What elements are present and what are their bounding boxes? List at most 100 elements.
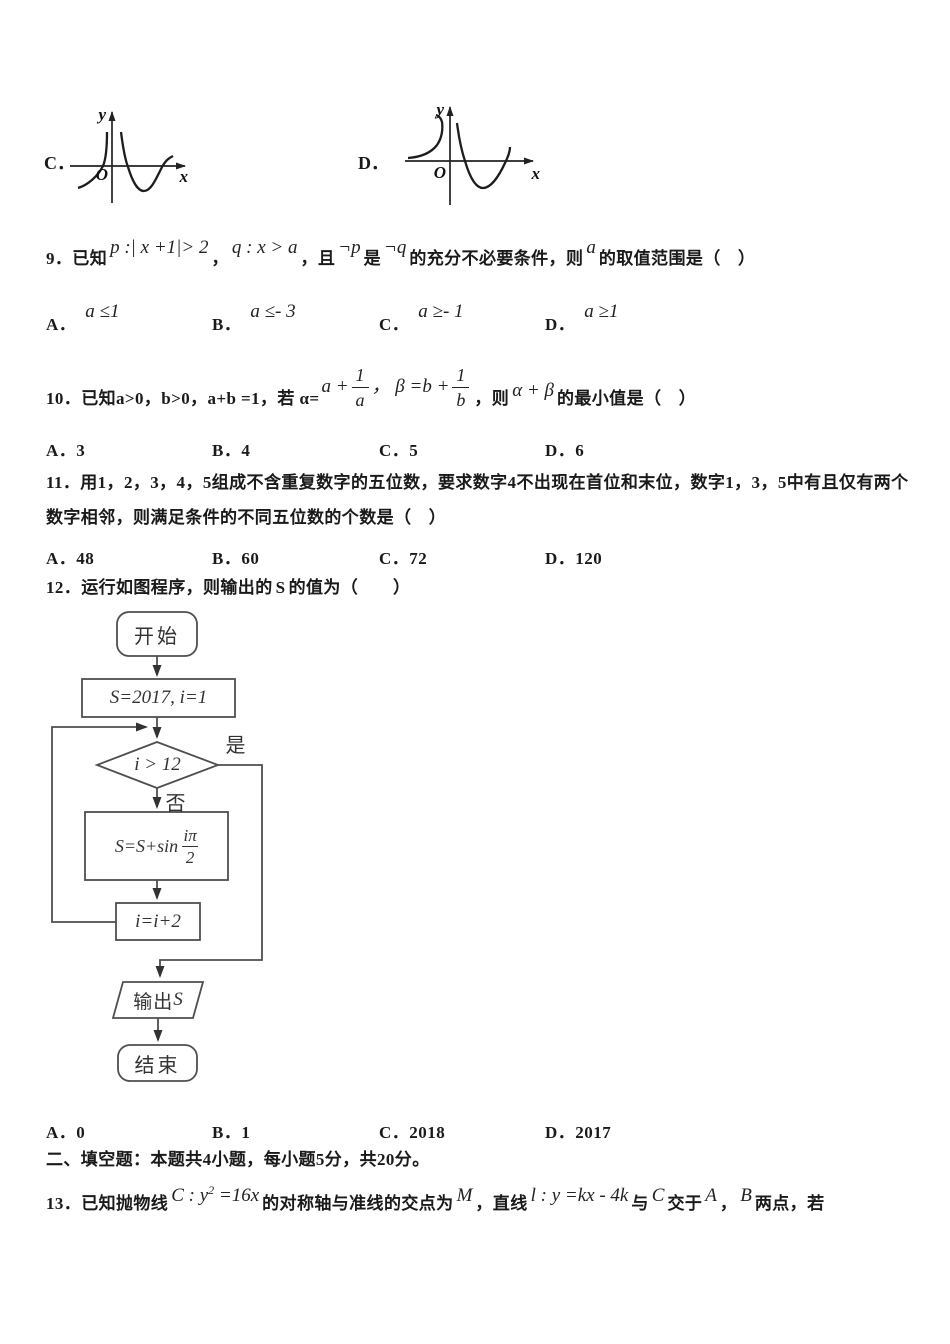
q12-option-b: B．1 [212,1123,251,1142]
graph-d: y x O [405,100,541,205]
flowchart-shapes [51,611,263,1082]
origin-label: O [96,165,108,184]
q12-option-d: D．2017 [545,1123,612,1142]
yes-label: 是 [225,734,249,757]
curve-right-branch [455,122,512,190]
q13-formula-line: l : y =kx - 4k [530,1185,629,1206]
q9-formula-p: p :| x +1|> 2 [110,237,209,258]
x-axis-label: x [531,164,541,183]
end-label: 结束 [134,1054,181,1077]
increment-label: i=i+2 [135,910,181,932]
option-c-label: C． [44,153,75,173]
denominator: b [452,387,470,409]
q13-text: 两点，若 [754,1194,825,1213]
section-2-header: 二、填空题：本题共4小题，每小题5分，共20分。 [46,1150,430,1169]
q11-option-d: D．120 [545,549,603,568]
option-letter: D． [545,315,576,334]
q13-formula-parabola: C : y2 =16x [171,1183,260,1206]
q9-option-b: B．a ≤- 3 [212,301,296,336]
origin-label: O [434,163,446,182]
yes-branch-connector [155,764,263,978]
q9-text: 是 [363,249,382,268]
q9-formula-not-q: ¬q [384,237,407,258]
condition-label: i > 12 [134,754,181,775]
output-parallelogram [111,981,205,1019]
question-9-stem: 9．已知p :| x +1|> 2，q : x > a，且¬p是¬q的充分不必要… [46,237,946,270]
q9-option-d: D．a ≥1 [545,301,618,336]
q9-text: 的充分不必要条件，则 [409,249,584,268]
q12-text: 的值为（ ） [288,578,411,597]
q12-option-c: C．2018 [379,1123,446,1142]
init-label: S=2017, i=1 [109,687,208,708]
q13-text: 与 [631,1194,649,1213]
denominator: a [351,387,369,409]
q9-number-text: 9．已知 [46,249,108,268]
question-11-line1: 11．用1，2，3，4，5组成不含重复数字的五位数，要求数字4不出现在首位和末位… [46,473,909,492]
option-formula: a ≥- 1 [418,301,464,322]
alpha-expression: a + [321,375,349,397]
q12-variable-s: S [275,578,286,597]
output-text: 输出 [133,991,174,1013]
option-formula: a ≤1 [85,301,120,322]
start-label: 开始 [134,625,180,648]
numerator: 1 [355,365,365,385]
end-shape [117,1044,198,1082]
sum-expression: S=S+sin [114,835,179,856]
q9-formula-q: q : x > a [231,237,298,258]
option-formula: a ≤- 3 [250,301,296,322]
q10-option-d: D．6 [545,441,585,460]
output-variable: S [173,989,183,1010]
q11-option-b: B．60 [212,549,260,568]
q9-option-a: A． a ≤1 [46,301,119,336]
q10-option-a: A．3 [46,441,86,460]
parabola-post: =16x [214,1185,260,1206]
denominator: 2 [182,845,199,866]
graph-c: y x O [70,105,189,203]
question-11-line2: 数字相邻，则满足条件的不同五位数的个数是（ ） [46,508,447,527]
y-axis-label: y [96,105,106,124]
curve-right-branch [119,131,174,193]
q11-option-c: C．72 [379,549,428,568]
curve-left-branch [407,113,444,160]
numerator: 1 [456,365,466,385]
loop-back-connector [51,722,148,923]
q9-comma: ， [211,249,229,268]
q13-text: ，直线 [475,1194,528,1213]
q10-text: 的最小值是（ ） [556,388,697,408]
no-label: 否 [165,792,189,815]
q9-formula-a: a [586,237,596,258]
q13-point-m: M [456,1185,473,1206]
beta-expression: β =b + [395,375,450,397]
q12-text: 12．运行如图程序，则输出的 [46,578,273,597]
numerator: iπ [183,825,197,845]
x-axis-label: x [179,167,189,186]
q13-text: 交于 [667,1194,703,1213]
q10-option-b: B．4 [212,441,251,460]
exponent: 2 [208,1183,215,1197]
option-letter: A． [46,315,77,334]
q9-text: 的取值范围是（ ） [598,249,756,268]
init-shape [81,678,236,718]
q10-text: ，则 [474,388,510,408]
formula-comma: ， [371,375,391,397]
option-d-label: D． [358,153,389,173]
q11-option-a: A．48 [46,549,95,568]
q10-formula-alpha-plus-beta: α + β [512,379,554,401]
option-letter: C． [379,315,410,334]
q10-option-c: C．5 [379,441,419,460]
q10-number-text: 10．已知 [46,388,116,408]
q12-option-a: A．0 [46,1123,86,1142]
q13-point-a: A [705,1185,717,1206]
q13-curve-c: C [651,1185,665,1206]
q13-number-text: 13．已知抛物线 [46,1194,169,1213]
q9-text: ，且 [300,249,336,268]
